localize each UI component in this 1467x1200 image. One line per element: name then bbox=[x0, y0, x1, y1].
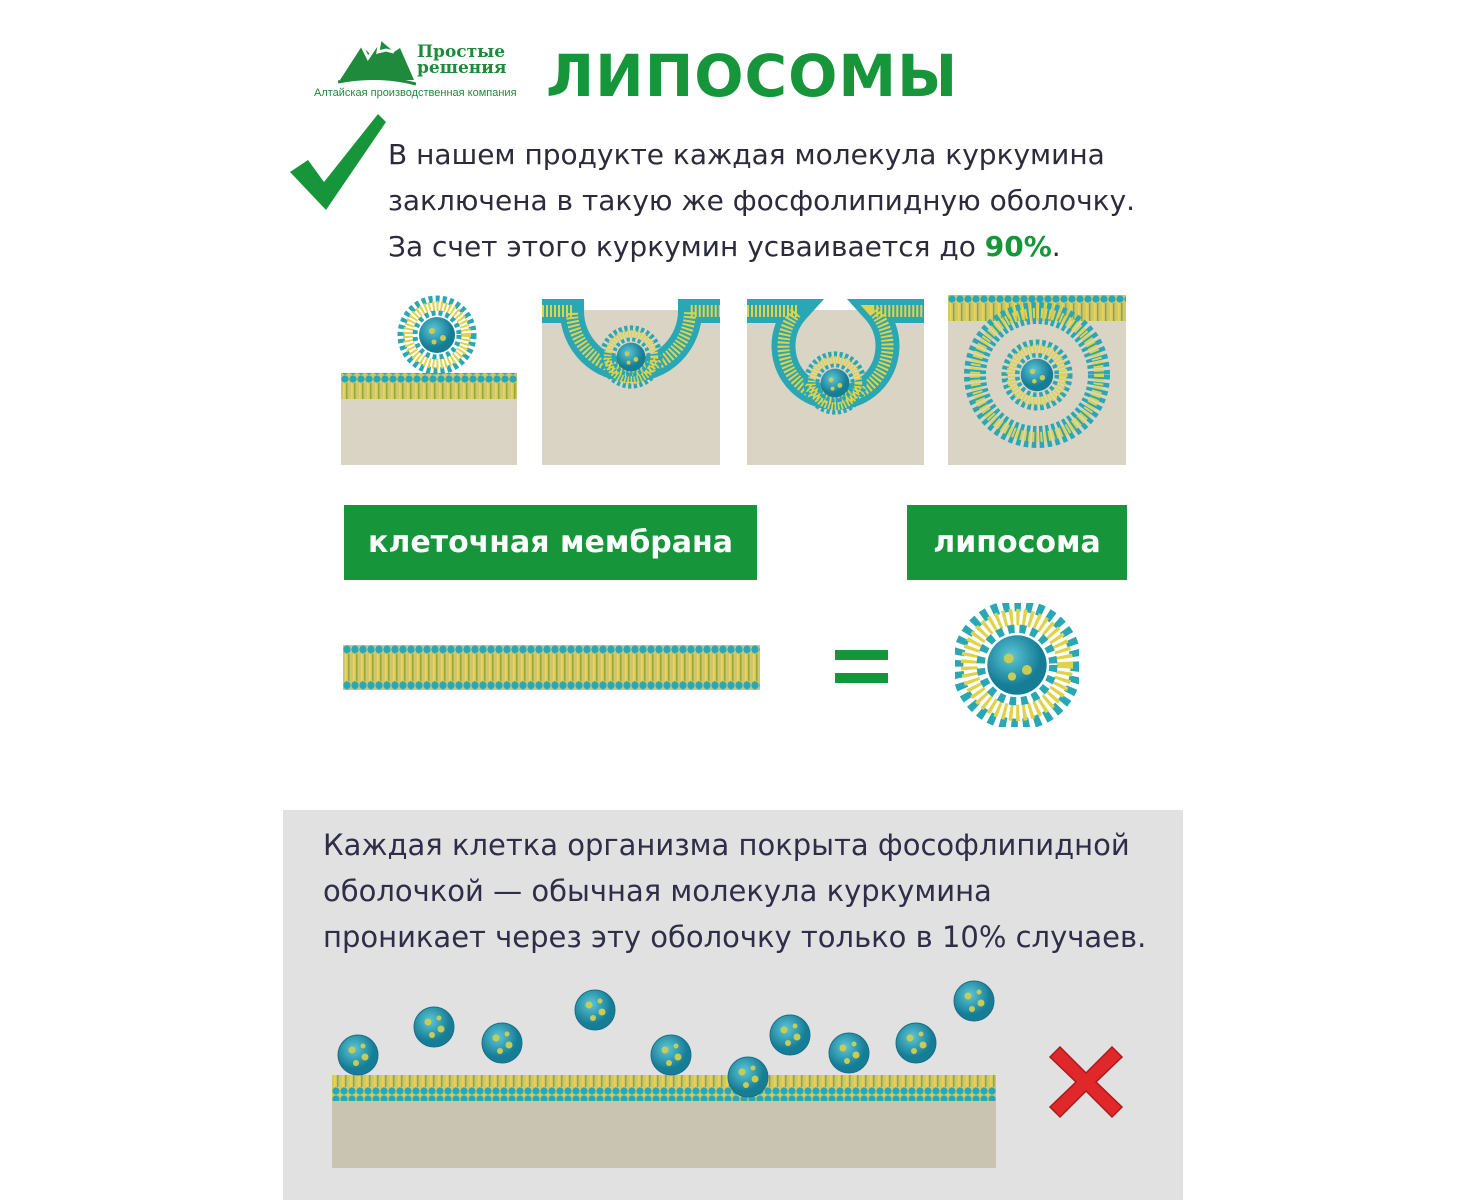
fusion-stage-3-image bbox=[747, 295, 924, 465]
red-cross-icon bbox=[1048, 1045, 1124, 1119]
intro-text: В нашем продукте каждая молекула куркуми… bbox=[388, 132, 1208, 270]
logo-name-line1: Простые bbox=[417, 42, 506, 62]
intro-line-2: заключена в такую же фосфолипидную оболо… bbox=[388, 184, 1136, 217]
fusion-stage-4-image bbox=[948, 295, 1126, 465]
fusion-stage-1-image bbox=[341, 295, 517, 465]
label-cell-membrane: клеточная мембрана bbox=[344, 505, 757, 580]
logo-name-line2: решения bbox=[417, 58, 507, 78]
info-line-3: проникает через эту оболочку только в 10… bbox=[323, 920, 1147, 954]
checkmark-icon bbox=[290, 114, 386, 210]
label-liposome: липосома bbox=[907, 505, 1127, 580]
intro-line-3: За счет этого куркумин усваивается до 90… bbox=[388, 230, 1061, 263]
info-text: Каждая клетка организма покрыта фософлип… bbox=[323, 822, 1163, 960]
logo-name: Простые решения bbox=[417, 42, 527, 78]
logo-subtitle: Алтайская производственная компания bbox=[314, 87, 517, 99]
membrane-strip-image bbox=[343, 645, 760, 690]
liposome-image bbox=[955, 603, 1079, 727]
fusion-stage-2-image bbox=[542, 295, 720, 465]
page-title: ЛИПОСОМЫ bbox=[546, 42, 959, 110]
curcumin-membrane-image bbox=[332, 980, 996, 1168]
intro-line-1: В нашем продукте каждая молекула куркуми… bbox=[388, 138, 1105, 171]
info-line-1: Каждая клетка организма покрыта фософлип… bbox=[323, 828, 1130, 862]
mountain-logo-icon bbox=[338, 39, 416, 86]
equals-sign-icon bbox=[835, 650, 888, 683]
percent-highlight: 90% bbox=[984, 230, 1052, 263]
info-line-2: оболочкой — обычная молекула куркумина bbox=[323, 874, 992, 908]
